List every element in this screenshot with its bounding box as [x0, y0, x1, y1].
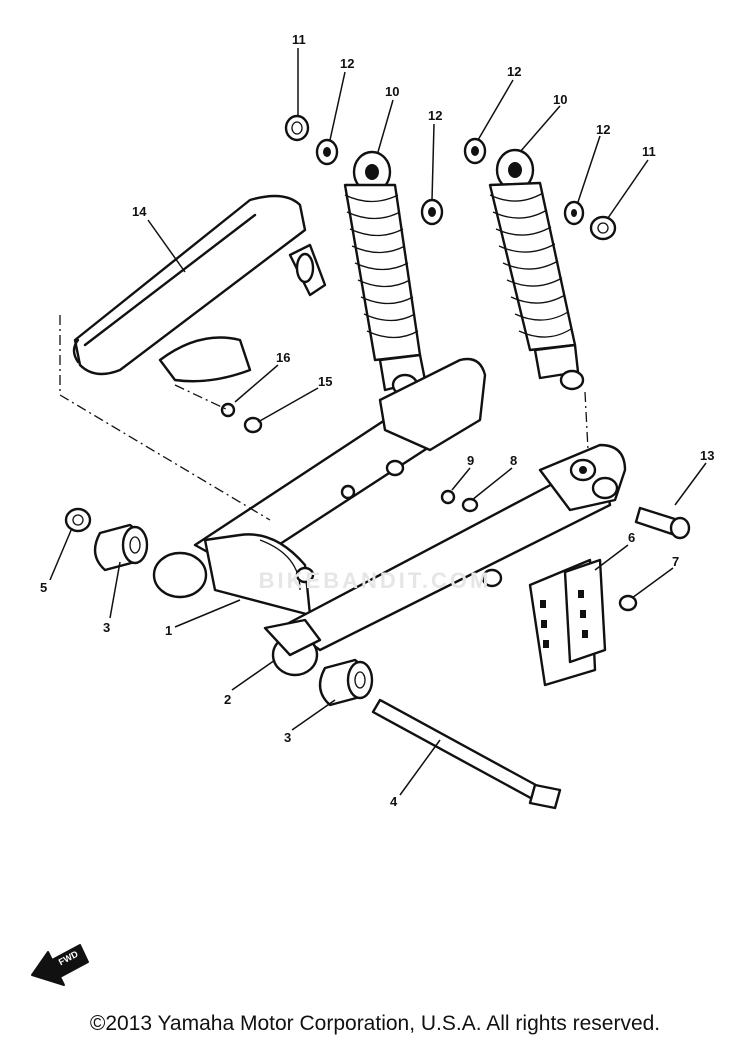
callout-3-lower: 3 — [284, 730, 291, 745]
callout-16: 16 — [276, 350, 290, 365]
callout-12-right-b: 12 — [596, 122, 610, 137]
callout-5: 5 — [40, 580, 47, 595]
callout-9: 9 — [467, 453, 474, 468]
small-fasteners — [220, 402, 479, 513]
forward-arrow-icon — [31, 944, 89, 986]
callout-11-left: 11 — [292, 32, 306, 47]
callout-2: 2 — [224, 692, 231, 707]
callout-1: 1 — [165, 623, 172, 638]
pivot-collars — [93, 523, 374, 707]
callout-14: 14 — [132, 204, 147, 219]
left-rear-shock — [343, 150, 427, 397]
callout-10-left: 10 — [385, 84, 399, 99]
callout-13: 13 — [700, 448, 714, 463]
leader-lines — [49, 48, 707, 796]
alignment-lines — [59, 315, 589, 521]
pivot-nut-hole — [72, 514, 84, 526]
callout-12-left-a: 12 — [340, 56, 354, 71]
callout-12-right-a: 12 — [507, 64, 521, 79]
callout-11-right: 11 — [642, 144, 656, 159]
callout-12-left-b: 12 — [428, 108, 442, 123]
right-shock-spring — [489, 192, 572, 338]
left-shock-spring — [344, 194, 419, 339]
callout-4: 4 — [390, 794, 398, 809]
callout-15: 15 — [318, 374, 332, 389]
callout-numbers: 11 12 10 12 12 10 12 11 14 16 15 9 8 13 … — [40, 32, 714, 809]
callout-6: 6 — [628, 530, 635, 545]
pivot-nut — [64, 507, 92, 533]
callout-8: 8 — [510, 453, 517, 468]
watermark: BIKEBANDIT.COM — [258, 568, 492, 593]
callout-7: 7 — [672, 554, 679, 569]
callout-3-upper: 3 — [103, 620, 110, 635]
callout-10-right: 10 — [553, 92, 567, 107]
chain-guide-bracket — [528, 558, 638, 687]
top-fasteners — [284, 114, 617, 241]
rear-swing-arm — [152, 357, 627, 677]
copyright-notice: ©2013 Yamaha Motor Corporation, U.S.A. A… — [89, 1012, 661, 1035]
chain-case-part — [72, 194, 327, 383]
right-rear-shock — [488, 148, 585, 391]
pivot-shaft — [371, 698, 562, 810]
rear-bolt — [634, 506, 691, 540]
